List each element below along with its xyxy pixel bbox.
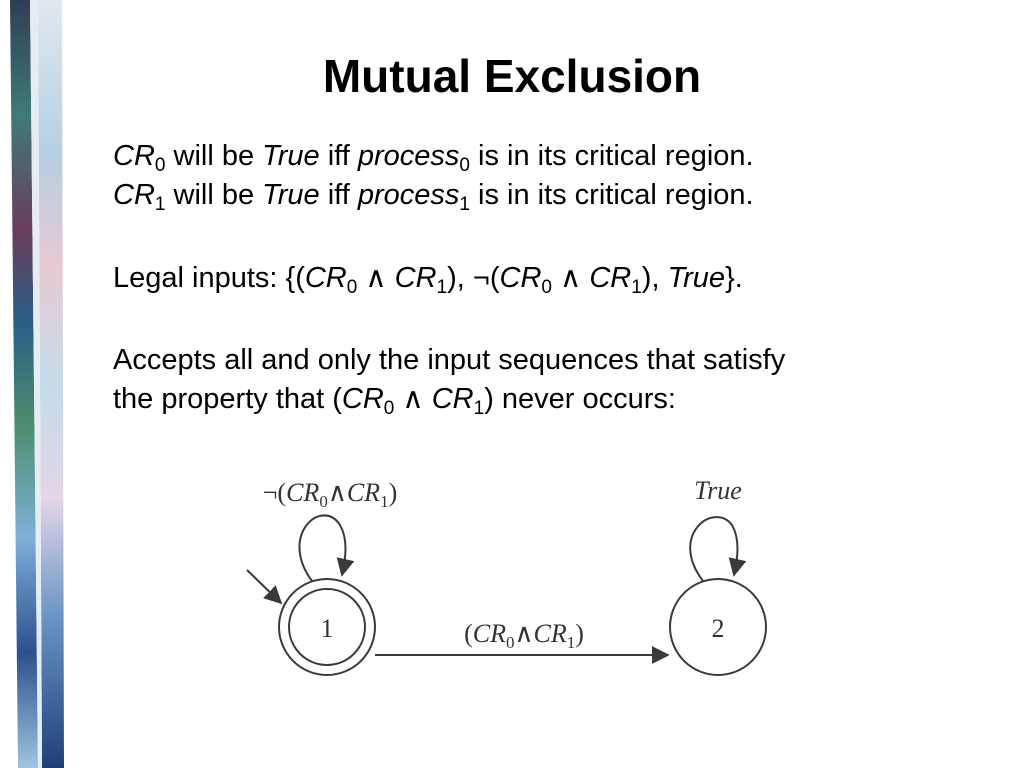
decorative-side-strip: [10, 0, 64, 768]
state-2-self-loop: [689, 516, 747, 582]
legal-inputs-line: Legal inputs: {(CR0 ∧ CR1), ¬(CR0 ∧ CR1)…: [113, 262, 743, 298]
state-2-circle: [669, 578, 767, 676]
accepts-line-2: the property that (CR0 ∧ CR1) never occu…: [113, 383, 676, 419]
accepts-line-1: Accepts all and only the input sequences…: [113, 344, 786, 376]
state-1-loop-label: ¬(CR0∧CR1): [263, 478, 398, 511]
state-machine-diagram: 1 2 ¬(CR0∧CR1) True (CR0∧CR1): [246, 476, 767, 676]
state-2-label: 2: [712, 614, 725, 643]
state-1-self-loop: [298, 514, 355, 582]
transition-1-to-2-label: (CR0∧CR1): [464, 619, 584, 652]
definition-line-2: CR1 will be True iff process1 is in its …: [113, 179, 754, 215]
start-arrow: [246, 569, 283, 605]
state-1-outer-circle: [278, 578, 376, 676]
definition-line-1: CR0 will be True iff process0 is in its …: [113, 140, 754, 176]
state-2-loop-label: True: [694, 476, 742, 505]
state-1-inner-circle: [288, 588, 366, 666]
page-title: Mutual Exclusion: [322, 50, 702, 102]
state-1-label: 1: [321, 614, 334, 643]
accepts-description: Accepts all and only the input sequences…: [113, 341, 785, 419]
definitions-block: CR0 will be True iff process0 is in its …: [113, 137, 754, 215]
